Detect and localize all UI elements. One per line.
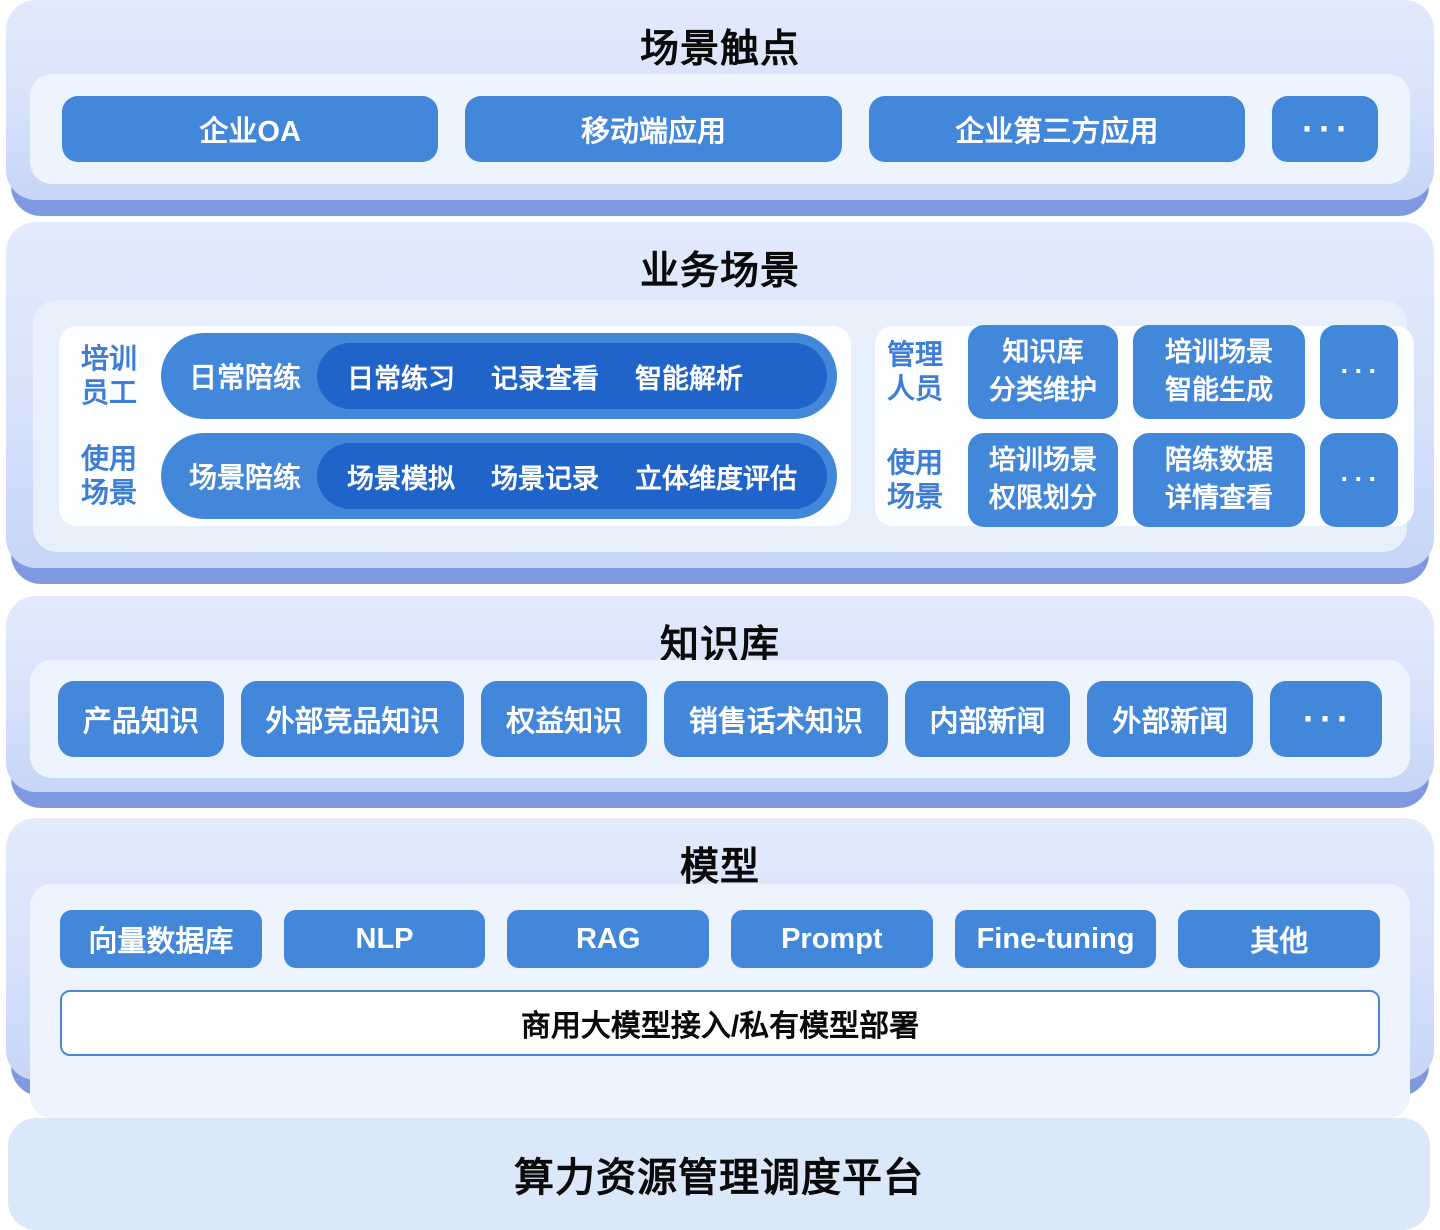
layer-business-body: 业务场景 培训 员工 日常陪练 日常练习 记录查看 智能 xyxy=(6,222,1434,568)
role-label-usage-scenario: 使用 场景 xyxy=(81,442,147,509)
admin-row: 管理 人员 知识库 分类维护 培训场景 智能生成 ··· xyxy=(887,325,1399,419)
chip-mobile-app: 移动端应用 xyxy=(465,96,842,162)
pill-inner-scene: 场景模拟 场景记录 立体维度评估 xyxy=(317,443,828,509)
chip-training-scene-generation: 培训场景 智能生成 xyxy=(1133,325,1306,419)
chip-third-party-app: 企业第三方应用 xyxy=(868,96,1245,162)
pill-inner-item: 立体维度评估 xyxy=(635,463,798,494)
chip-nlp: NLP xyxy=(283,910,486,968)
pill-inner-item: 场景记录 xyxy=(491,463,600,494)
model-access-bar: 商用大模型接入/私有模型部署 xyxy=(60,990,1380,1056)
chip-other: 其他 xyxy=(1178,910,1381,968)
touchpoints-panel: 企业OA 移动端应用 企业第三方应用 ··· xyxy=(30,74,1410,184)
chip-benefits-knowledge: 权益知识 xyxy=(481,681,648,757)
chip-vector-database: 向量数据库 xyxy=(60,910,262,968)
chip-fine-tuning: Fine-tuning xyxy=(954,910,1157,968)
layer-title-model: 模型 xyxy=(679,846,760,889)
knowledge-panel: 产品知识 外部竞品知识 权益知识 销售话术知识 内部新闻 外部新闻 ··· xyxy=(30,660,1410,778)
chip-line: 分类维护 xyxy=(989,375,1098,405)
pill-label: 场景陪练 xyxy=(189,462,302,493)
role-label-line: 使用 xyxy=(887,447,944,479)
pill-inner-item: 日常练习 xyxy=(347,363,456,394)
pill-label: 日常陪练 xyxy=(189,362,302,393)
chip-scene-permission-division: 培训场景 权限划分 xyxy=(968,433,1119,527)
layer-business-scenarios: 业务场景 培训 员工 日常陪练 日常练习 记录查看 智能 xyxy=(6,222,1434,584)
chip-sparring-data-details: 陪练数据 详情查看 xyxy=(1133,433,1306,527)
layer-title-business: 业务场景 xyxy=(639,250,800,293)
admin-usage-row: 使用 场景 培训场景 权限划分 陪练数据 详情查看 ··· xyxy=(887,433,1399,527)
role-label-usage-scenario: 使用 场景 xyxy=(887,446,953,513)
layer-touchpoints-body: 场景触点 企业OA 移动端应用 企业第三方应用 ··· xyxy=(6,0,1434,200)
model-panel: 向量数据库 NLP RAG Prompt Fine-tuning 其他 商用大模… xyxy=(30,884,1410,1118)
chip-product-knowledge: 产品知识 xyxy=(58,681,224,757)
chip-line: 培训场景 xyxy=(989,445,1098,476)
role-label-training-staff: 培训 员工 xyxy=(81,342,147,409)
chip-line: 权限划分 xyxy=(989,483,1098,513)
chip-line: 陪练数据 xyxy=(1165,445,1274,476)
daily-sparring-row: 培训 员工 日常陪练 日常练习 记录查看 智能解析 xyxy=(81,333,838,419)
scene-sparring-row: 使用 场景 场景陪练 场景模拟 场景记录 立体维度评估 xyxy=(81,433,838,519)
layer-model-body: 模型 向量数据库 NLP RAG Prompt Fine-tuning 其他 商… xyxy=(6,818,1434,1118)
role-label-line: 管理 xyxy=(887,339,944,371)
pill-inner-item: 记录查看 xyxy=(491,363,600,394)
chip-enterprise-oa: 企业OA xyxy=(62,96,439,162)
role-label-line: 员工 xyxy=(81,377,138,408)
role-label-admin-staff: 管理 人员 xyxy=(887,338,953,405)
pill-daily-sparring: 日常陪练 日常练习 记录查看 智能解析 xyxy=(161,333,838,419)
employee-scenarios-card: 培训 员工 日常陪练 日常练习 记录查看 智能解析 xyxy=(59,326,852,526)
role-label-line: 人员 xyxy=(887,373,944,404)
layer-title-knowledge: 知识库 xyxy=(659,624,780,667)
admin-scenarios-card: 管理 人员 知识库 分类维护 培训场景 智能生成 ··· xyxy=(875,325,1415,527)
chip-internal-news: 内部新闻 xyxy=(904,681,1071,757)
chip-competitor-knowledge: 外部竞品知识 xyxy=(240,681,465,757)
role-label-line: 培训 xyxy=(81,343,138,375)
layer-title-touchpoints: 场景触点 xyxy=(639,28,800,71)
chip-external-news: 外部新闻 xyxy=(1087,681,1254,757)
business-subpanel: 培训 员工 日常陪练 日常练习 记录查看 智能解析 xyxy=(33,300,1415,552)
ellipsis-chip-knowledge: ··· xyxy=(1270,681,1383,757)
chip-line: 智能生成 xyxy=(1165,375,1274,405)
compute-platform-bar: 算力资源管理调度平台 xyxy=(8,1118,1430,1230)
role-label-line: 场景 xyxy=(81,477,138,508)
chip-sales-script-knowledge: 销售话术知识 xyxy=(664,681,888,757)
role-label-line: 使用 xyxy=(81,443,138,475)
layer-touchpoints: 场景触点 企业OA 移动端应用 企业第三方应用 ··· xyxy=(6,0,1434,216)
layer-knowledge-base: 知识库 产品知识 外部竞品知识 权益知识 销售话术知识 内部新闻 外部新闻 ··… xyxy=(6,596,1434,808)
layer-model: 模型 向量数据库 NLP RAG Prompt Fine-tuning 其他 商… xyxy=(6,818,1434,1118)
chip-line: 详情查看 xyxy=(1165,483,1274,513)
chip-line: 培训场景 xyxy=(1165,337,1274,368)
model-chip-row: 向量数据库 NLP RAG Prompt Fine-tuning 其他 xyxy=(60,910,1381,968)
chip-kb-category-maintenance: 知识库 分类维护 xyxy=(968,325,1119,419)
pill-inner-item: 智能解析 xyxy=(635,363,744,394)
pill-scene-sparring: 场景陪练 场景模拟 场景记录 立体维度评估 xyxy=(161,433,838,519)
layer-knowledge-body: 知识库 产品知识 外部竞品知识 权益知识 销售话术知识 内部新闻 外部新闻 ··… xyxy=(6,596,1434,792)
pill-inner-daily: 日常练习 记录查看 智能解析 xyxy=(317,343,828,409)
pill-inner-item: 场景模拟 xyxy=(347,463,456,494)
chip-line: 知识库 xyxy=(1002,337,1084,368)
ellipsis-chip-admin: ··· xyxy=(1320,325,1399,419)
chip-rag: RAG xyxy=(507,910,710,968)
ellipsis-chip-touchpoints: ··· xyxy=(1271,96,1378,162)
ellipsis-chip-admin-usage: ··· xyxy=(1320,433,1399,527)
role-label-line: 场景 xyxy=(887,481,944,512)
chip-prompt: Prompt xyxy=(731,910,933,968)
